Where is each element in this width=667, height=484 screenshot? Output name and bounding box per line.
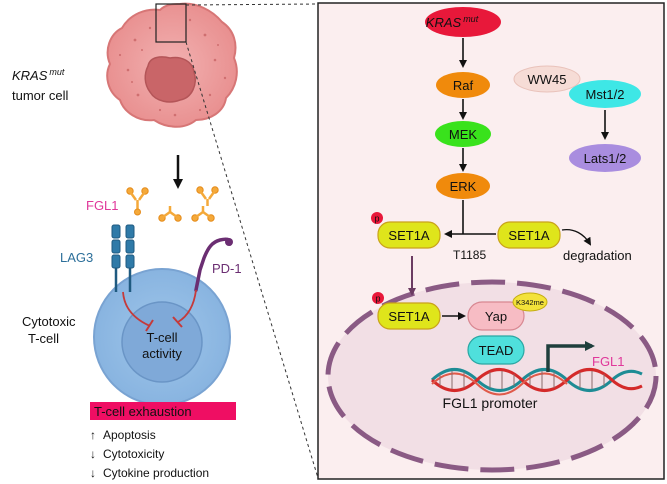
tcell-label-line1: Cytotoxic	[22, 314, 76, 329]
exhaustion-bar	[90, 402, 236, 420]
promoter-label: FGL1 promoter	[443, 395, 538, 411]
lats-label: Lats1/2	[584, 151, 627, 166]
k342-badge	[512, 292, 548, 312]
t-cell-activity-line1: T-cell	[146, 330, 177, 345]
lats-node	[569, 144, 641, 172]
kras-node	[425, 7, 501, 37]
lag3-receptor	[111, 224, 135, 292]
ww45-label: WW45	[528, 72, 567, 87]
effect-arrow-2: ↓	[90, 466, 96, 480]
exhaustion-label: T-cell exhaustion	[94, 404, 192, 419]
site-label: T1185	[453, 248, 486, 262]
set1a-label: SET1A	[508, 228, 550, 243]
effect-text-0: Apoptosis	[103, 428, 156, 442]
mek-node	[435, 121, 491, 147]
phospho-label-2: p	[375, 294, 380, 304]
fgl1-molecules	[126, 186, 219, 222]
pd1-head	[225, 238, 233, 246]
mst-label: Mst1/2	[585, 87, 624, 102]
yap-node	[467, 301, 525, 331]
phospho-label-1: p	[374, 214, 379, 224]
lag3-inhibition	[122, 291, 151, 327]
pd1-label: PD-1	[212, 261, 242, 276]
phospho-badge-2	[372, 292, 384, 304]
dna-helix	[430, 368, 643, 396]
erk-node	[436, 173, 490, 199]
pd1-inhibition	[177, 289, 197, 323]
tumor-dots	[118, 18, 227, 117]
set1a-phospho-node	[377, 221, 441, 249]
fgl1-label: FGL1	[86, 198, 119, 213]
effect-text-1: Cytotoxicity	[103, 447, 164, 461]
set1a-phospho-label: SET1A	[388, 228, 430, 243]
effect-arrow-0: ↑	[90, 428, 96, 442]
set1a-nuclear-label: SET1A	[388, 309, 430, 324]
ww45-node	[513, 65, 581, 93]
mek-label: MEK	[449, 127, 478, 142]
transcription-arrow	[546, 341, 595, 372]
tead-label: TEAD	[479, 343, 514, 358]
erk-label: ERK	[450, 179, 477, 194]
tumor-nucleus	[144, 56, 196, 103]
degradation-label: degradation	[563, 248, 632, 263]
raf-label: Raf	[453, 78, 474, 93]
zoom-line-bottom	[185, 41, 319, 479]
effect-text-2: Cytokine production	[103, 466, 209, 480]
set1a-node	[497, 221, 561, 249]
raf-node	[436, 72, 490, 98]
zoom-line-top	[185, 3, 319, 6]
dna-rungs	[439, 371, 605, 389]
t-cell-activity-line2: activity	[142, 346, 182, 361]
tumor-cell	[106, 2, 238, 128]
effects-list: ↑ Apoptosis ↓ Cytotoxicity ↓ Cytokine pr…	[90, 428, 209, 480]
degradation-arrow	[561, 228, 592, 246]
fgl1-gene-label: FGL1	[592, 354, 625, 369]
phospho-badge-1	[371, 212, 383, 224]
tead-node	[467, 335, 525, 365]
yap-label: Yap	[485, 309, 507, 324]
k342-label: K342me	[516, 298, 544, 307]
effect-arrow-1: ↓	[90, 447, 96, 461]
mst-node	[569, 80, 641, 108]
set1a-nuclear-node	[377, 302, 441, 330]
zoom-box	[155, 3, 187, 43]
lag3-label: LAG3	[60, 250, 93, 265]
tumor-label-line2: tumor cell	[12, 88, 68, 103]
tcell-label-line2: T-cell	[28, 331, 59, 346]
